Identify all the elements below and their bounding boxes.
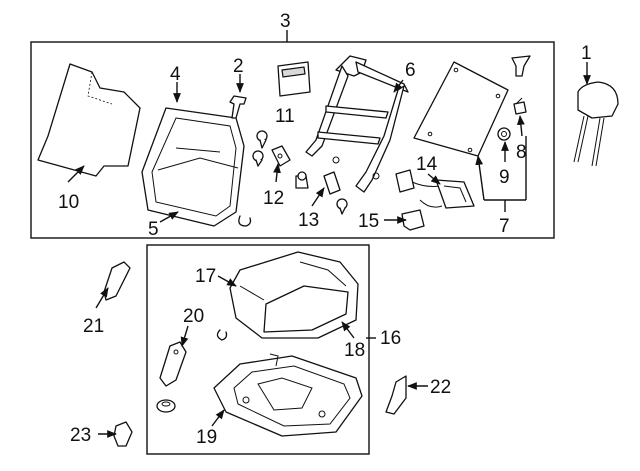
part-14-harness[interactable] [395,169,475,209]
part-22-cover[interactable] [385,375,407,415]
part-7-back-board[interactable] [413,61,509,157]
callout-2: 2 [233,56,244,77]
cushion-grommet[interactable] [156,399,176,413]
part-21-bracket[interactable] [103,261,131,301]
part-19-cushion-frame[interactable] [213,353,363,437]
callout-8: 8 [516,142,527,163]
callout-19: 19 [196,427,217,448]
callout-18: 18 [344,340,365,361]
callout-12: 12 [263,188,284,209]
part-11-label[interactable] [277,61,311,97]
part-13-knob[interactable] [295,171,348,215]
callout-23: 23 [70,425,91,446]
leader-lines [67,30,591,438]
callout-labels: 3 1 2 4 6 11 10 5 12 13 14 15 8 9 7 17 2… [58,11,592,448]
part-4-back-trim-cover[interactable] [141,107,245,227]
part-5-clip[interactable] [238,215,252,227]
callout-17: 17 [195,266,216,287]
callout-5: 5 [148,219,159,240]
headrest-guide[interactable] [511,55,531,77]
callout-20: 20 [183,306,204,327]
hardware-clips[interactable] [252,130,268,167]
callout-1: 1 [581,43,592,64]
part-9-grommet[interactable] [497,127,511,141]
callout-15: 15 [358,211,379,232]
callout-10: 10 [58,192,79,213]
callout-3: 3 [280,11,291,32]
callout-13: 13 [298,210,319,231]
part-6-back-frame[interactable] [305,55,409,193]
part-8-clip[interactable] [513,97,527,115]
part-10-back-pad[interactable] [37,63,141,177]
part-2-pin[interactable] [229,95,247,119]
part-23-clip[interactable] [113,421,133,447]
part-12-bracket[interactable] [271,145,291,167]
callout-9: 9 [499,167,510,188]
callout-4: 4 [170,64,181,85]
seat-cushion-assembly-box [146,244,370,455]
part-17-cushion-trim[interactable] [229,251,359,339]
callout-6: 6 [405,60,416,81]
callout-16: 16 [380,328,401,349]
part-20-adjuster[interactable] [159,329,228,387]
callout-11: 11 [275,106,295,127]
part-15-bracket[interactable] [401,209,425,231]
callout-21: 21 [83,316,104,337]
seat-back-assembly-box [30,41,555,239]
callout-22: 22 [430,377,451,398]
part-1-headrest[interactable] [573,81,619,167]
callout-14: 14 [416,154,438,175]
callout-7: 7 [499,216,510,237]
